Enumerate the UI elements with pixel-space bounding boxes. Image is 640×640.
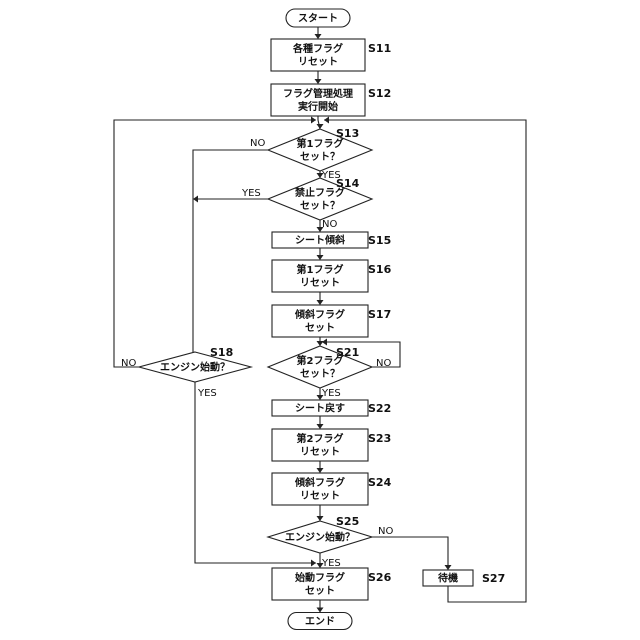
edge-s21-no-loop-arrowhead xyxy=(322,339,327,346)
branch-label-s21-no: NO xyxy=(376,358,391,369)
node-s23: 第2フラグリセット xyxy=(272,429,368,461)
edge-s16-s17-arrowhead xyxy=(317,300,324,305)
node-s27: 待機 xyxy=(423,570,473,586)
step-label-s15: S15 xyxy=(368,234,391,247)
node-end-text-0: エンド xyxy=(305,616,335,628)
node-s23-text-0: 第2フラグ xyxy=(297,432,344,445)
branch-label-s18-no: NO xyxy=(121,358,136,369)
node-s24-text-1: リセット xyxy=(300,490,340,502)
node-s17: 傾斜フラグセット xyxy=(272,305,368,337)
node-s13-text-1: セット？ xyxy=(300,151,340,163)
node-start: スタート xyxy=(286,9,350,27)
node-s15-text-0: シート傾斜 xyxy=(295,234,345,247)
node-s17-text-1: セット xyxy=(305,322,335,334)
step-label-s27: S27 xyxy=(482,572,505,585)
step-label-s21: S21 xyxy=(336,346,359,359)
edge-s23-s24-arrowhead xyxy=(317,468,324,473)
branch-label-s14-yes: YES xyxy=(241,188,261,199)
step-label-s13: S13 xyxy=(336,127,359,140)
edge-s25-no-s27 xyxy=(372,537,448,570)
node-s26-text-0: 始動フラグ xyxy=(295,571,345,584)
branch-label-s25-yes: YES xyxy=(321,558,341,569)
edge-s25-no-s27-arrowhead xyxy=(445,565,452,570)
step-label-s23: S23 xyxy=(368,432,391,445)
node-s17-text-0: 傾斜フラグ xyxy=(294,308,345,321)
branch-label-s13-no: NO xyxy=(250,138,265,149)
branch-label-s18-yes: YES xyxy=(197,388,217,399)
node-s11-text-1: リセット xyxy=(298,56,338,68)
step-label-s24: S24 xyxy=(368,476,392,489)
node-s27-text-0: 待機 xyxy=(438,572,458,585)
step-label-s17: S17 xyxy=(368,308,391,321)
step-label-s26: S26 xyxy=(368,571,392,584)
node-s24: 傾斜フラグリセット xyxy=(272,473,368,505)
edge-start-s11-arrowhead xyxy=(315,34,322,39)
node-s15: シート傾斜 xyxy=(272,232,368,248)
edge-s27-loop-arrowhead xyxy=(324,117,329,124)
node-s25-text-0: エンジン始動？ xyxy=(285,531,355,544)
edge-s22-s23-arrowhead xyxy=(317,424,324,429)
node-s22-text-0: シート戻す xyxy=(295,402,345,415)
edge-s15-s16-arrowhead xyxy=(317,255,324,260)
node-s26: 始動フラグセット xyxy=(272,568,368,600)
node-end: エンド xyxy=(288,613,352,630)
step-label-s16: S16 xyxy=(368,263,392,276)
node-start-text-0: スタート xyxy=(298,13,338,25)
node-s14-text-1: セット？ xyxy=(300,200,340,212)
step-label-s11: S11 xyxy=(368,42,391,55)
branch-label-s13-yes: YES xyxy=(321,170,341,181)
edge-s11-s12-arrowhead xyxy=(315,79,322,84)
nodes-layer: スタート各種フラグリセットフラグ管理処理実行開始第1フラグセット？禁止フラグセッ… xyxy=(139,9,473,630)
node-s18-text-0: エンジン始動？ xyxy=(160,361,230,374)
node-s12-text-0: フラグ管理処理 xyxy=(283,87,353,100)
step-label-s12: S12 xyxy=(368,87,391,100)
node-s12: フラグ管理処理実行開始 xyxy=(271,84,365,116)
edge-s18-yes-s26-arrowhead xyxy=(311,560,316,567)
edge-s13-no-s18 xyxy=(193,150,268,352)
node-s18: エンジン始動？ xyxy=(139,352,251,382)
node-s16: 第1フラグリセット xyxy=(272,260,368,292)
branch-label-s25-no: NO xyxy=(378,526,393,537)
step-label-s22: S22 xyxy=(368,402,391,415)
node-s22: シート戻す xyxy=(272,400,368,416)
edge-s18-no-loop-arrowhead xyxy=(311,117,316,124)
edge-junction-s13-arrowhead xyxy=(317,124,324,129)
step-label-s18: S18 xyxy=(210,346,233,359)
edge-s14-yes-arrowhead xyxy=(193,196,198,203)
branch-label-s14-no: NO xyxy=(322,219,337,230)
node-s23-text-1: リセット xyxy=(300,446,340,458)
node-s26-text-1: セット xyxy=(305,585,335,597)
node-s16-text-0: 第1フラグ xyxy=(297,263,344,276)
node-s21-text-1: セット？ xyxy=(300,368,340,380)
step-label-s25: S25 xyxy=(336,515,359,528)
node-s11: 各種フラグリセット xyxy=(271,39,365,71)
node-s24-text-0: 傾斜フラグ xyxy=(294,476,345,489)
edge-s26-end-arrowhead xyxy=(317,608,324,613)
node-s16-text-1: リセット xyxy=(300,277,340,289)
branch-label-s21-yes: YES xyxy=(321,388,341,399)
edge-s24-s25-arrowhead xyxy=(317,516,324,521)
node-s12-text-1: 実行開始 xyxy=(298,100,338,113)
node-s11-text-0: 各種フラグ xyxy=(292,42,343,55)
